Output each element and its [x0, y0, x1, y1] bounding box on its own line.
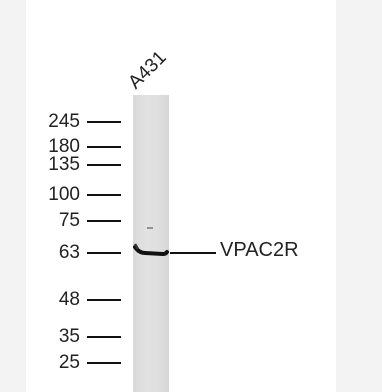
marker-label-245: 245: [48, 111, 80, 132]
blot-panel: [26, 0, 336, 392]
marker-tick-100: [87, 194, 121, 196]
band-label: VPAC2R: [220, 239, 299, 261]
marker-label-63: 63: [58, 242, 80, 263]
band-shoulder: [133, 243, 140, 250]
marker-tick-135: [87, 164, 121, 166]
marker-tick-25: [87, 362, 121, 364]
background-strip: [336, 0, 382, 392]
marker-label-135: 135: [48, 154, 80, 175]
main-band: [133, 245, 169, 257]
marker-tick-245: [87, 121, 121, 123]
marker-tick-75: [87, 220, 121, 222]
marker-tick-35: [87, 336, 121, 338]
marker-label-48: 48: [58, 289, 80, 310]
protein-band: [133, 227, 169, 257]
marker-label-180: 180: [48, 136, 80, 157]
marker-tick-180: [87, 146, 121, 148]
marker-label-75: 75: [58, 210, 80, 231]
marker-label-100: 100: [48, 184, 80, 205]
band-pointer-line: [170, 252, 216, 254]
marker-tick-63: [87, 252, 121, 254]
marker-label-25: 25: [58, 352, 80, 373]
marker-tick-48: [87, 299, 121, 301]
lane-a431: [133, 95, 169, 392]
marker-label-35: 35: [58, 326, 80, 347]
